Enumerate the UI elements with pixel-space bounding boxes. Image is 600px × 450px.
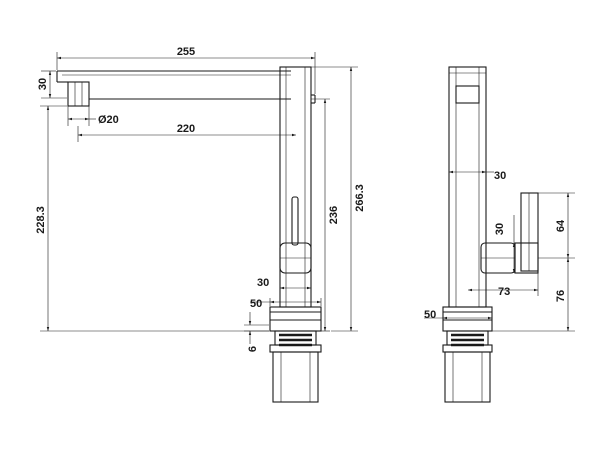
dimension-220: 220 [77,123,296,142]
side-base [442,306,493,403]
dimension-side-body-30: 30 [449,170,506,182]
dim-side-base-50-label: 50 [424,309,436,321]
dimension-side-base-50: 50 [424,309,493,322]
dimension-base-50: 50 [250,298,322,310]
dim-73-label: 73 [498,286,510,298]
dim-76-label: 76 [555,290,567,302]
dim-body-30-label: 30 [257,277,269,289]
dimension-dia20: Ø20 [67,106,119,126]
dim-228-3-label: 228.3 [35,206,47,234]
dim-side-lever-30-label: 30 [494,223,506,235]
dimension-spout-30: 30 [37,70,67,99]
side-view: 30 30 64 73 76 [424,66,575,403]
dim-6-label: 6 [247,346,259,352]
dimension-228-3: 228.3 [35,105,269,332]
dim-236-label: 236 [328,206,340,224]
dim-base-50-label: 50 [250,298,262,310]
dimension-73: 73 [468,273,539,298]
front-body [279,66,316,308]
dim-220-label: 220 [177,123,195,135]
dimension-255: 255 [56,46,316,94]
dimension-76: 76 [492,258,575,332]
dimension-64: 64 [538,192,575,259]
front-view: 255 30 Ø20 220 228.3 [35,46,366,403]
dim-266-3-label: 266.3 [354,184,366,212]
dim-255-label: 255 [177,46,195,58]
dim-side-body-30-label: 30 [494,170,506,182]
dim-spout-30-label: 30 [37,78,49,90]
dimension-236: 236 [311,98,340,332]
front-base [269,306,322,403]
dim-dia20-label: Ø20 [98,114,119,126]
dimension-6: 6 [244,312,269,352]
dimension-side-lever-30: 30 [494,215,516,273]
front-spout [56,70,291,107]
dimension-266-3: 266.3 [311,66,366,332]
side-lever [480,192,539,274]
dim-64-label: 64 [555,219,567,232]
dimension-body-30: 30 [257,273,312,293]
side-body [448,66,487,308]
